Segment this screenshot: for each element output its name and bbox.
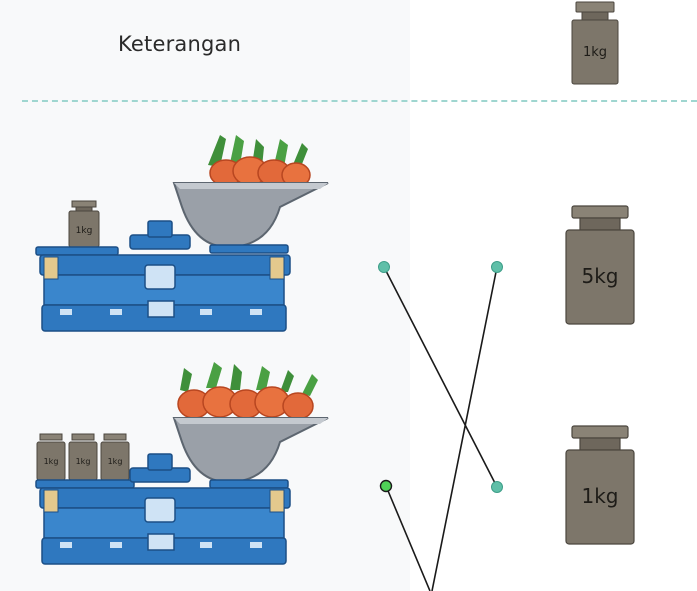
header-label: Keterangan (118, 32, 242, 56)
connector-line-three (385, 485, 431, 591)
connector-line-two (431, 266, 498, 591)
header-weight-label: 1kg (583, 45, 607, 60)
match-dot-left-bottom[interactable] (379, 479, 393, 493)
svg-text:1kg: 1kg (108, 457, 123, 466)
svg-text:1kg: 1kg (76, 457, 91, 466)
weight-5kg-icon[interactable]: 5kg (560, 203, 640, 328)
match-dot-right-top[interactable] (491, 261, 503, 273)
weight-1kg-icon[interactable]: 1kg (560, 423, 640, 548)
three-weights-icon: 1kg 1kg 1kg (36, 433, 130, 481)
header-weight-icon: 1kg (571, 1, 619, 85)
svg-text:1kg: 1kg (44, 457, 59, 466)
match-dot-right-bottom[interactable] (491, 481, 503, 493)
weight-1kg-label: 1kg (581, 484, 618, 508)
weight-5kg-label: 5kg (581, 264, 618, 288)
section-divider (22, 100, 697, 102)
svg-text:1kg: 1kg (76, 226, 93, 236)
right-panel (410, 0, 697, 591)
connector-line-one (383, 266, 498, 488)
balance-scale-one: 1kg (35, 135, 329, 332)
carrots-icon (208, 135, 311, 188)
match-dot-left-top[interactable] (378, 261, 390, 273)
balance-scale-two: 1kg 1kg 1kg (35, 362, 329, 565)
